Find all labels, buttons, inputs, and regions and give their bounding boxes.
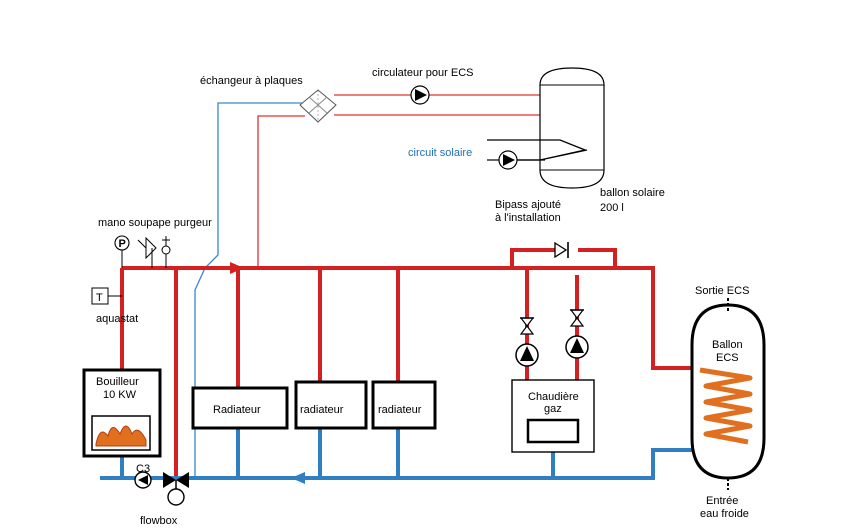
label-ballon-ecs-2: ECS <box>716 352 739 364</box>
label-bouilleur-power: 10 KW <box>103 389 137 401</box>
solar-pump-icon <box>487 150 540 170</box>
label-sortie-ecs: Sortie ECS <box>695 285 749 297</box>
main-hot-pipe <box>122 248 555 270</box>
label-radiateur-3: radiateur <box>378 404 422 416</box>
solar-tank <box>487 67 605 189</box>
label-chaudiere-gaz: gaz <box>544 403 562 415</box>
label-radiateur-1: Radiateur <box>213 404 261 416</box>
label-eau-froide: eau froide <box>700 508 749 520</box>
label-chaudiere: Chaudière <box>528 391 579 403</box>
flowbox-valve-icon <box>163 472 189 506</box>
label-aquastat: aquastat <box>96 313 138 325</box>
aquastat-icon <box>91 287 122 305</box>
gas-valve-2-icon <box>569 309 585 327</box>
label-ballon-ecs: Ballon <box>712 339 743 351</box>
radiator-3 <box>371 380 437 430</box>
safety-valve-icon <box>137 236 157 268</box>
label-bipass: Bipass ajouté <box>495 199 561 211</box>
gas-boiler <box>511 379 595 453</box>
flame-icon <box>95 425 147 447</box>
label-radiateur-2: radiateur <box>300 404 344 416</box>
label-ballon-solaire: ballon solaire <box>600 187 665 199</box>
pressure-gauge-icon <box>114 235 130 268</box>
label-echangeur: échangeur à plaques <box>200 75 303 87</box>
bypass-check-valve-icon <box>554 241 569 259</box>
main-cold-pipe <box>100 448 705 480</box>
radiator-2 <box>294 380 368 430</box>
dhw-coil-icon <box>699 367 753 445</box>
gas-pump-1-icon <box>515 343 539 367</box>
aquastat-symbol: T <box>96 292 103 304</box>
radiator-1 <box>191 386 289 430</box>
label-circuit-solaire: circuit solaire <box>408 147 472 159</box>
solar-coil-icon <box>487 139 588 161</box>
circulator-ecs-pump-icon <box>410 85 430 105</box>
c3-pump-icon <box>134 471 152 489</box>
dhw-tank <box>690 298 766 490</box>
gas-valve-1-icon <box>519 317 535 335</box>
label-c3: C3 <box>136 463 150 475</box>
label-bipass-2: à l'installation <box>495 212 561 224</box>
label-flowbox: flowbox <box>140 515 178 527</box>
exchanger-hot-riser <box>257 115 305 268</box>
label-circulateur-ecs: circulateur pour ECS <box>372 67 474 79</box>
label-entree: Entrée <box>706 495 738 507</box>
air-vent-icon <box>161 236 171 268</box>
pressure-symbol: P <box>119 238 126 250</box>
plate-heat-exchanger-icon <box>299 89 337 123</box>
exchanger-cold-pipe <box>194 102 302 480</box>
wood-boiler <box>82 368 162 458</box>
label-ballon-solaire-volume: 200 l <box>600 202 624 214</box>
label-bouilleur: Bouilleur <box>96 376 139 388</box>
label-mano: mano soupape purgeur <box>98 217 212 229</box>
gas-pump-2-icon <box>565 335 589 359</box>
